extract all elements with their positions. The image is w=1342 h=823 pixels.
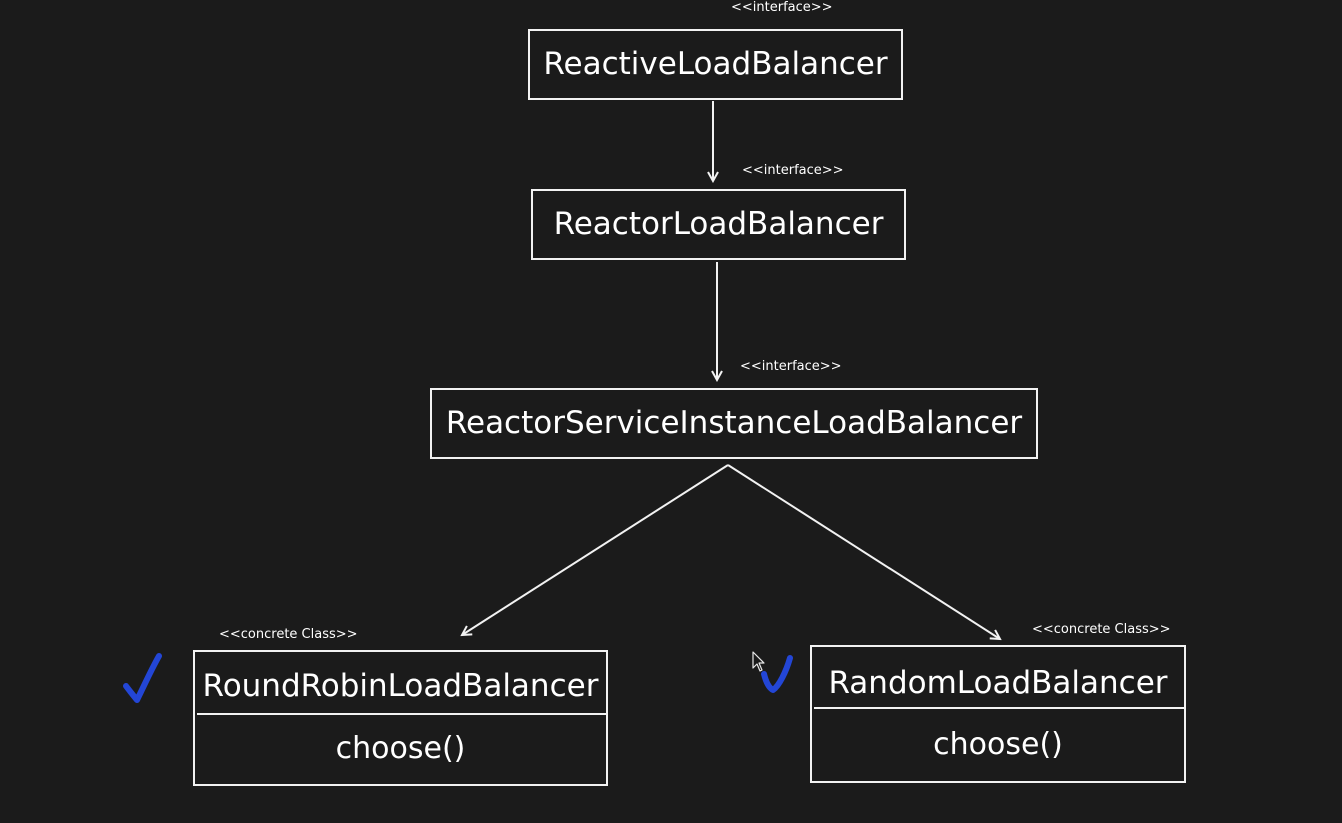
mouse-cursor-icon — [752, 651, 765, 672]
arrow-service-instance-to-random — [727, 464, 1000, 639]
stereotype-random: <<concrete Class>> — [1032, 622, 1171, 637]
class-name-reactor-load-balancer: ReactorLoadBalancer — [553, 206, 884, 242]
checkmark-icon — [123, 653, 162, 703]
checkmark-icon — [761, 655, 793, 693]
class-name-reactor-service-instance-load-balancer: ReactorServiceInstanceLoadBalancer — [445, 405, 1023, 441]
method-choose-round-robin: choose() — [335, 731, 466, 766]
class-box-reactor-service-instance-load-balancer: ReactorServiceInstanceLoadBalancer — [430, 388, 1038, 459]
stereotype-reactor: <<interface>> — [742, 163, 844, 178]
class-box-reactor-load-balancer: ReactorLoadBalancer — [531, 189, 906, 260]
class-name-round-robin-load-balancer: RoundRobinLoadBalancer — [202, 668, 599, 704]
class-box-round-robin-load-balancer: RoundRobinLoadBalancer choose() — [193, 650, 608, 786]
arrow-service-instance-to-round-robin — [462, 464, 729, 635]
stereotype-reactive: <<interface>> — [731, 0, 833, 15]
stereotype-service-instance: <<interface>> — [740, 359, 842, 374]
stereotype-round-robin: <<concrete Class>> — [219, 627, 358, 642]
class-divider-round-robin — [197, 713, 606, 715]
class-box-random-load-balancer: RandomLoadBalancer choose() — [810, 645, 1186, 783]
class-name-reactive-load-balancer: ReactiveLoadBalancer — [543, 46, 888, 82]
class-box-reactive-load-balancer: ReactiveLoadBalancer — [528, 29, 903, 100]
class-name-random-load-balancer: RandomLoadBalancer — [828, 665, 1168, 701]
method-choose-random: choose() — [933, 727, 1063, 762]
class-divider-random — [814, 707, 1184, 709]
